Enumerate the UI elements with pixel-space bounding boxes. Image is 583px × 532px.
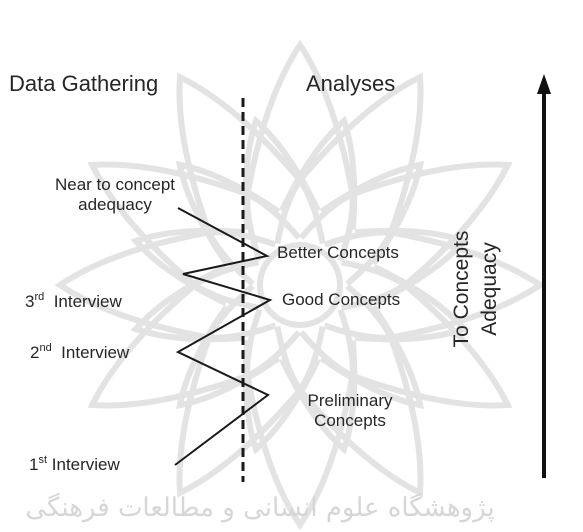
gathering-interview-2: 2nd Interview (30, 342, 130, 363)
analysis-preliminary-concepts: Preliminary Concepts (307, 391, 393, 430)
rosette-center (257, 242, 343, 328)
analysis-good-concepts: Good Concepts (282, 290, 401, 309)
rosette-petal (176, 72, 300, 230)
header-analyses: Analyses (306, 71, 396, 96)
gathering-interview-1: 1st Interview (29, 454, 120, 475)
footer-watermark-text: پژوهشگاه علوم انسانی و مطالعات فرهنگی (25, 493, 495, 523)
gathering-interview-3: 3rd Interview (25, 291, 122, 312)
analysis-better-concepts: Better Concepts (277, 243, 399, 262)
header-data-gathering: Data Gathering (9, 71, 159, 96)
arrow-up-icon (537, 74, 551, 94)
gathering-near-adequacy: Near to concept adequacy (54, 175, 175, 214)
zigzag-line (174, 207, 273, 466)
rosette-petal (244, 189, 302, 262)
axis-label: To Concepts Adequacy (450, 230, 501, 348)
